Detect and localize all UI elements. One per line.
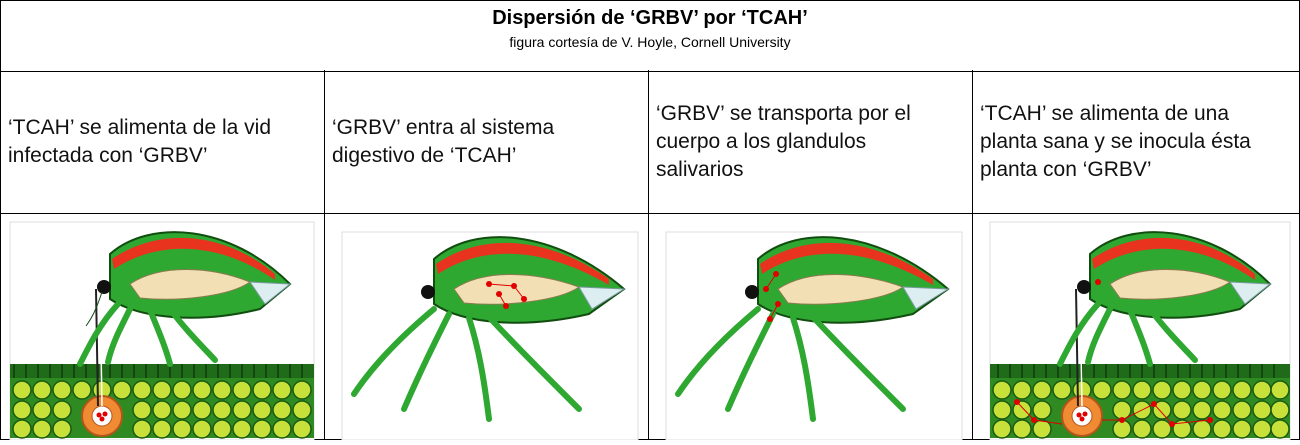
step-1-illustration	[0, 214, 324, 441]
column-divider	[324, 70, 325, 440]
step-2-text: ‘GRBV’ entra al sistema digestivo de ‘TC…	[332, 115, 555, 167]
row-divider	[0, 213, 1300, 214]
step-4-illustration	[972, 214, 1300, 441]
step-4: ‘TCAH’ se alimenta de una planta sana y …	[972, 70, 1300, 441]
step-3-text: ‘GRBV’ se transporta por el cuerpo a los…	[656, 101, 911, 181]
column-divider	[972, 70, 973, 440]
figure-credit: figura cortesía de V. Hoyle, Cornell Uni…	[509, 34, 791, 50]
step-1: ‘TCAH’ se alimenta de la vid infectada c…	[0, 70, 324, 441]
leafhopper	[1057, 231, 1272, 367]
leafhopper	[351, 236, 626, 422]
step-3: ‘GRBV’ se transporta por el cuerpo a los…	[648, 70, 972, 441]
leafhopper	[77, 231, 292, 367]
step-2: ‘GRBV’ entra al sistema digestivo de ‘TC…	[324, 70, 648, 441]
leaf-epidermis	[10, 364, 314, 378]
step-3-illustration	[648, 214, 972, 441]
step-2-illustration	[324, 214, 648, 441]
step-4-text: ‘TCAH’ se alimenta de una planta sana y …	[980, 101, 1251, 181]
column-divider	[648, 70, 649, 440]
figure-title: Dispersión de ‘GRBV’ por ‘TCAH’	[492, 7, 808, 29]
step-1-text: ‘TCAH’ se alimenta de la vid infectada c…	[8, 115, 271, 167]
leafhopper	[675, 236, 950, 422]
table-header: Dispersión de ‘GRBV’ por ‘TCAH’ figura c…	[1, 1, 1299, 72]
leaf-epidermis	[990, 364, 1290, 378]
